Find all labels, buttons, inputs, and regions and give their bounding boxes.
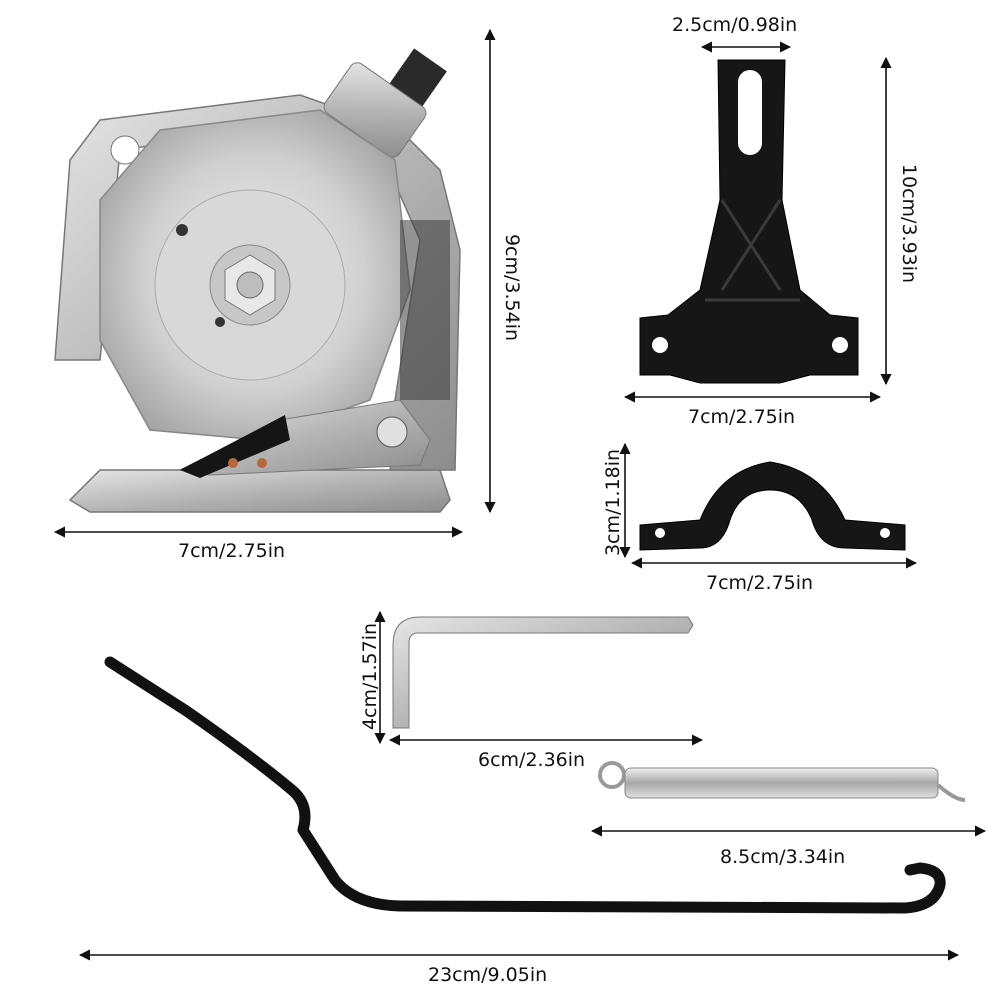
cutter-head-width-label: 7cm/2.75in <box>178 540 286 562</box>
clamp-width-label: 7cm/2.75in <box>706 572 814 594</box>
cutter-head-height-label: 9cm/3.54in <box>501 233 524 342</box>
lever-rod-length-label: 23cm/9.05in <box>428 964 548 986</box>
hex-key-height-label: 4cm/1.57in <box>359 622 382 731</box>
hex-key-image <box>392 616 694 729</box>
spring-length-label: 8.5cm/3.34in <box>720 846 846 868</box>
clamp-height-label: 3cm/1.18in <box>602 448 625 557</box>
cutter-head-image <box>54 48 461 513</box>
hex-key-width-label: 6cm/2.36in <box>478 749 586 771</box>
spring-image <box>598 761 966 802</box>
bracket-image <box>639 59 859 384</box>
bracket-height-label: 10cm/3.93in <box>898 163 921 284</box>
bracket-width-label: 7cm/2.75in <box>688 406 796 428</box>
clamp-image <box>639 461 906 551</box>
lever-rod-image <box>104 656 946 914</box>
bracket-top-width-label: 2.5cm/0.98in <box>672 14 798 36</box>
